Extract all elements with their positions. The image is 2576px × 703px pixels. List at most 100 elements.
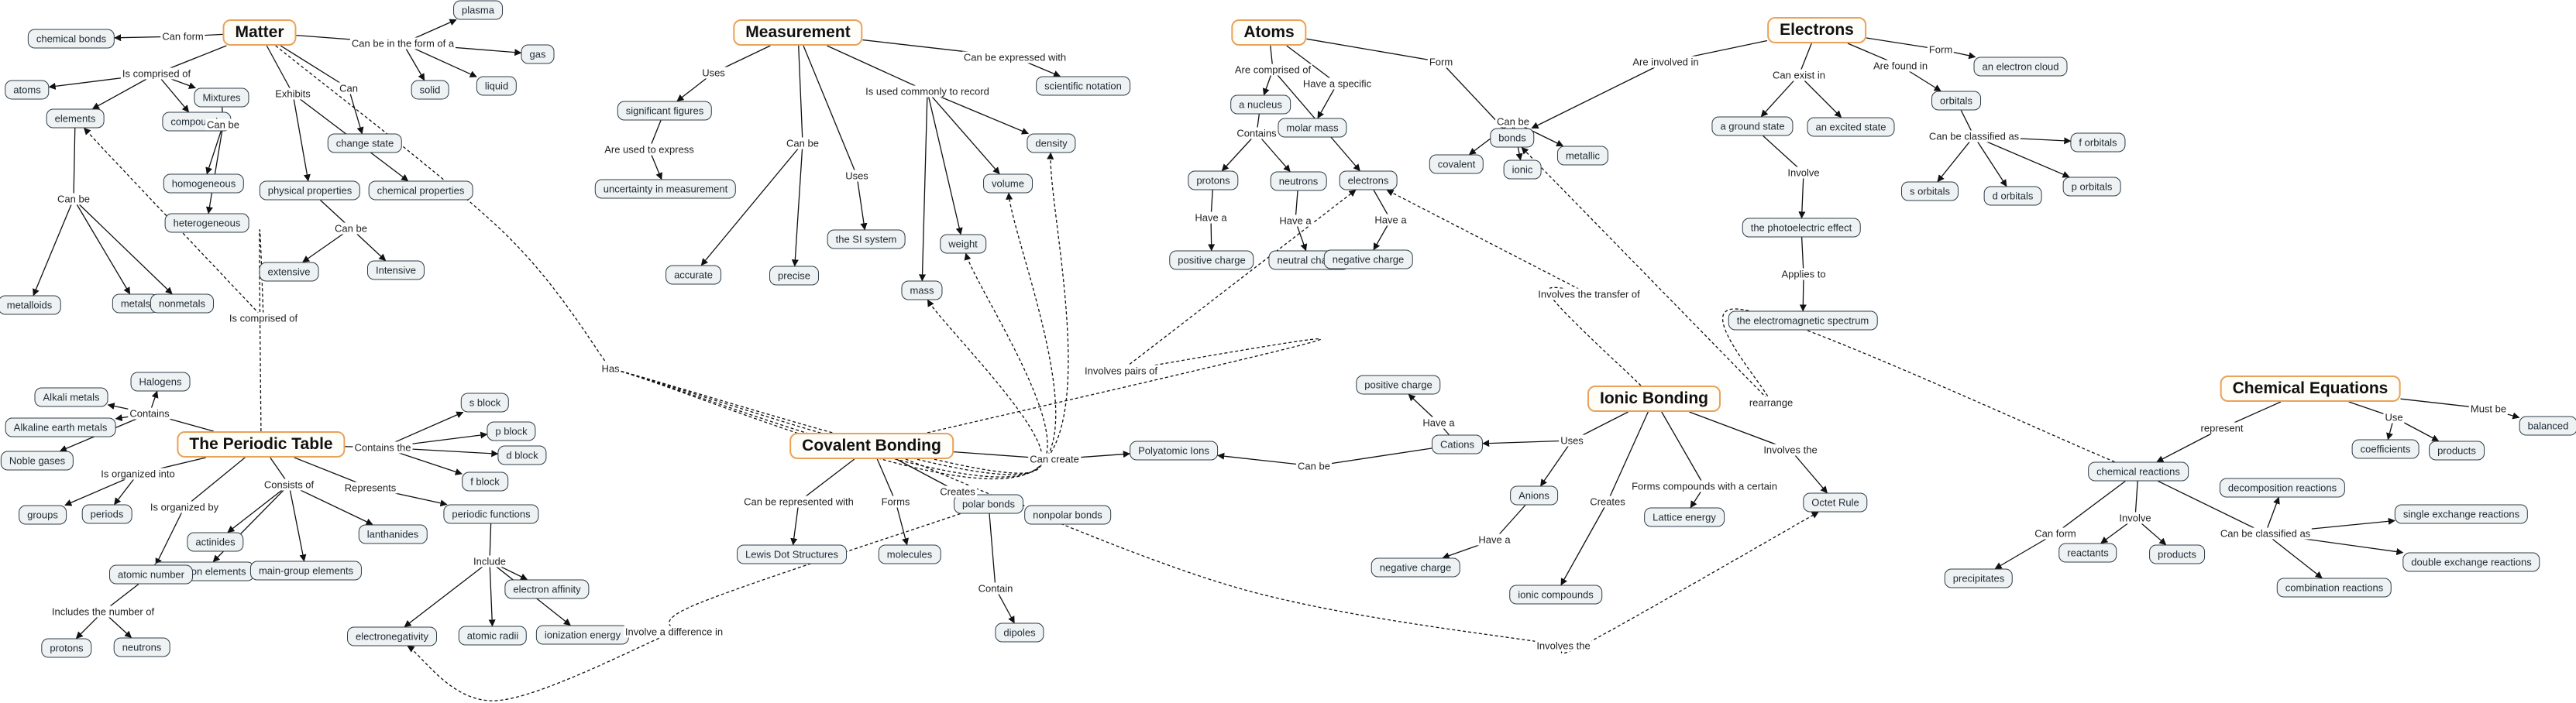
concept-f-orbitals[interactable]: f orbitals bbox=[2070, 132, 2126, 153]
concept-weight[interactable]: weight bbox=[940, 234, 986, 254]
concept-positive-charge-i[interactable]: positive charge bbox=[1356, 375, 1441, 395]
concept-d-orbitals[interactable]: d orbitals bbox=[1983, 186, 2042, 206]
concept-s-block[interactable]: s block bbox=[460, 393, 510, 413]
concept-mixtures[interactable]: Mixtures bbox=[194, 87, 249, 108]
concept-excited-state[interactable]: an excited state bbox=[1807, 117, 1895, 137]
concept-ionization[interactable]: ionization energy bbox=[535, 625, 630, 645]
concept-single-exchange[interactable]: single exchange reactions bbox=[2394, 504, 2529, 524]
concept-significant-figures[interactable]: significant figures bbox=[617, 101, 713, 121]
concept-chemical-bonds[interactable]: chemical bonds bbox=[27, 29, 115, 49]
concept-measurement[interactable]: Measurement bbox=[733, 19, 863, 46]
concept-scientific-notation[interactable]: scientific notation bbox=[1036, 76, 1130, 96]
concept-em-spectrum[interactable]: the electromagnetic spectrum bbox=[1728, 310, 1878, 331]
concept-atoms[interactable]: Atoms bbox=[1231, 19, 1307, 46]
concept-extensive[interactable]: extensive bbox=[259, 262, 319, 282]
concept-density[interactable]: density bbox=[1027, 133, 1076, 153]
concept-gas[interactable]: gas bbox=[521, 44, 555, 64]
concept-intensive[interactable]: Intensive bbox=[366, 260, 425, 280]
concept-orbitals[interactable]: orbitals bbox=[1931, 91, 1981, 111]
concept-si-system[interactable]: the SI system bbox=[827, 229, 906, 249]
concept-atomic-radii[interactable]: atomic radii bbox=[458, 626, 528, 646]
concept-compounds[interactable]: compounds bbox=[162, 111, 232, 132]
concept-polar-bonds[interactable]: polar bonds bbox=[954, 494, 1023, 514]
concept-combination[interactable]: combination reactions bbox=[2276, 578, 2392, 598]
concept-double-exchange[interactable]: double exchange reactions bbox=[2402, 552, 2540, 572]
concept-electrons-main[interactable]: Electrons bbox=[1767, 17, 1866, 43]
concept-photoelectric[interactable]: the photoelectric effect bbox=[1742, 218, 1861, 238]
concept-plasma[interactable]: plasma bbox=[453, 0, 503, 20]
concept-accurate[interactable]: accurate bbox=[665, 265, 721, 285]
concept-halogens[interactable]: Halogens bbox=[130, 372, 191, 392]
concept-groups[interactable]: groups bbox=[19, 505, 67, 525]
concept-negative-charge-i[interactable]: negative charge bbox=[1371, 557, 1460, 578]
concept-nucleus[interactable]: a nucleus bbox=[1230, 94, 1291, 115]
concept-decomposition[interactable]: decomposition reactions bbox=[2219, 478, 2346, 498]
concept-periodic-table[interactable]: The Periodic Table bbox=[177, 431, 346, 458]
concept-nonpolar-bonds[interactable]: nonpolar bonds bbox=[1024, 505, 1111, 525]
concept-precipitates[interactable]: precipitates bbox=[1944, 568, 2014, 588]
concept-chem-reactions[interactable]: chemical reactions bbox=[2088, 461, 2189, 482]
concept-molecules[interactable]: molecules bbox=[878, 544, 941, 564]
concept-products-e[interactable]: products bbox=[2429, 441, 2485, 461]
concept-electrons-a[interactable]: electrons bbox=[1339, 170, 1398, 190]
concept-reactants[interactable]: reactants bbox=[2058, 543, 2117, 563]
concept-neutrons-a[interactable]: neutrons bbox=[1270, 171, 1327, 191]
concept-homogeneous[interactable]: homogeneous bbox=[163, 173, 245, 194]
concept-s-orbitals[interactable]: s orbitals bbox=[1900, 181, 1959, 201]
concept-dipoles[interactable]: dipoles bbox=[995, 622, 1044, 643]
concept-lanthanides[interactable]: lanthanides bbox=[358, 524, 428, 544]
concept-products-r[interactable]: products bbox=[2149, 544, 2205, 564]
concept-ionic-bonding[interactable]: Ionic Bonding bbox=[1587, 386, 1721, 412]
concept-volume[interactable]: volume bbox=[983, 173, 1033, 194]
concept-lewis[interactable]: Lewis Dot Structures bbox=[737, 544, 847, 564]
concept-molar-mass[interactable]: molar mass bbox=[1278, 118, 1347, 138]
concept-periodic-functions[interactable]: periodic functions bbox=[443, 504, 539, 524]
concept-polyatomic[interactable]: Polyatomic Ions bbox=[1130, 441, 1218, 461]
concept-change-state[interactable]: change state bbox=[327, 133, 403, 153]
concept-heterogeneous[interactable]: heterogeneous bbox=[164, 213, 249, 233]
concept-noble[interactable]: Noble gases bbox=[0, 451, 74, 471]
concept-periods[interactable]: periods bbox=[81, 504, 132, 524]
concept-mass[interactable]: mass bbox=[901, 280, 943, 300]
concept-covalent-bonding[interactable]: Covalent Bonding bbox=[789, 433, 954, 459]
concept-ground-state[interactable]: a ground state bbox=[1711, 116, 1794, 136]
concept-atoms-s[interactable]: atoms bbox=[5, 80, 50, 100]
concept-chem-equations[interactable]: Chemical Equations bbox=[2220, 376, 2401, 402]
concept-negative-charge-a[interactable]: negative charge bbox=[1323, 249, 1413, 269]
concept-uncertainty[interactable]: uncertainty in measurement bbox=[594, 179, 737, 199]
concept-balanced[interactable]: balanced bbox=[2519, 416, 2576, 436]
concept-d-block[interactable]: d block bbox=[497, 445, 547, 465]
concept-solid[interactable]: solid bbox=[411, 80, 449, 100]
concept-neutrons-p[interactable]: neutrons bbox=[113, 637, 170, 657]
concept-actinides[interactable]: actinides bbox=[187, 532, 244, 552]
concept-matter[interactable]: Matter bbox=[222, 19, 297, 46]
concept-protons-a[interactable]: protons bbox=[1188, 170, 1239, 190]
concept-chemical-props[interactable]: chemical properties bbox=[368, 180, 473, 201]
concept-bonds[interactable]: bonds bbox=[1490, 128, 1535, 148]
concept-elements[interactable]: elements bbox=[46, 108, 105, 129]
concept-ionic-compounds[interactable]: ionic compounds bbox=[1509, 585, 1602, 605]
concept-nonmetals[interactable]: nonmetals bbox=[150, 293, 214, 314]
concept-electron-affinity[interactable]: electron affinity bbox=[504, 579, 590, 599]
concept-electronegativity[interactable]: electronegativity bbox=[347, 626, 437, 646]
concept-alkaline[interactable]: Alkaline earth metals bbox=[5, 417, 116, 437]
concept-positive-charge-a[interactable]: positive charge bbox=[1169, 250, 1254, 270]
concept-precise[interactable]: precise bbox=[769, 266, 819, 286]
concept-metallic[interactable]: metallic bbox=[1556, 146, 1609, 166]
concept-ionic[interactable]: ionic bbox=[1503, 159, 1542, 180]
concept-coefficients[interactable]: coefficients bbox=[2351, 439, 2420, 459]
concept-electron-cloud[interactable]: an electron cloud bbox=[1973, 57, 2068, 77]
concept-atomic-number[interactable]: atomic number bbox=[109, 564, 193, 585]
concept-p-orbitals[interactable]: p orbitals bbox=[2062, 177, 2121, 197]
concept-anions[interactable]: Anions bbox=[1510, 485, 1558, 506]
concept-main-group[interactable]: main-group elements bbox=[249, 561, 363, 581]
concept-metalloids[interactable]: metalloids bbox=[0, 295, 61, 315]
concept-alkali[interactable]: Alkali metals bbox=[34, 387, 108, 407]
concept-lattice-energy[interactable]: Lattice energy bbox=[1644, 507, 1725, 527]
concept-liquid[interactable]: liquid bbox=[476, 76, 518, 96]
concept-physical-props[interactable]: physical properties bbox=[259, 180, 361, 201]
concept-covalent[interactable]: covalent bbox=[1429, 154, 1484, 174]
concept-protons-p[interactable]: protons bbox=[41, 638, 92, 658]
concept-cations[interactable]: Cations bbox=[1431, 434, 1484, 454]
concept-f-block[interactable]: f block bbox=[462, 472, 508, 492]
